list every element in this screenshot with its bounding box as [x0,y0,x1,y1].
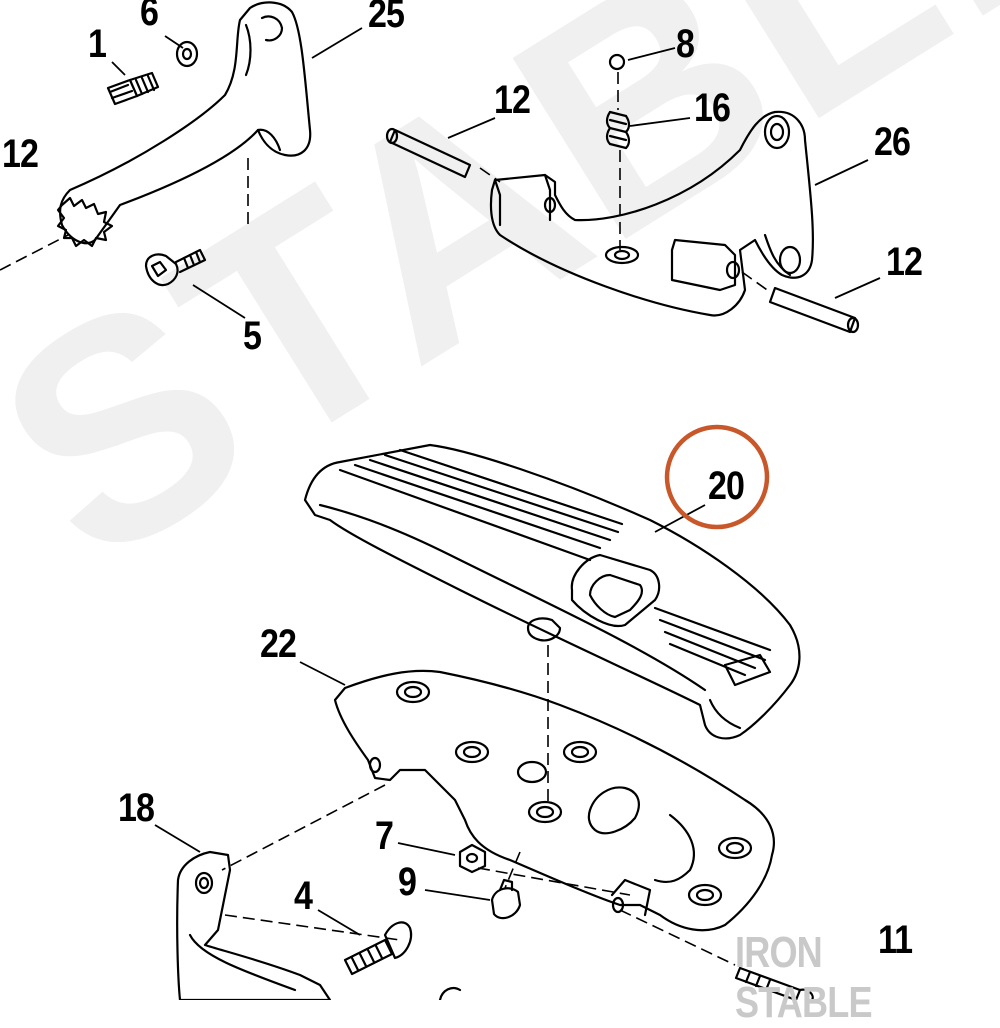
part-25-shift-lever [56,1,312,248]
part-12-pin-top [385,127,472,179]
leader-lines [111,27,881,936]
highlight-ring [664,424,770,530]
part-16-spring [605,110,631,150]
part-18-lower-bracket [176,850,332,1000]
callout-26: 26 [874,120,911,164]
callout-11: 11 [878,918,913,962]
part-5-bolt [144,248,207,287]
part-20-footboard [303,443,801,740]
part-edge-bottom [438,986,462,1000]
assembly-lines [0,72,771,966]
part-1-screw [106,71,160,106]
callout-5: 5 [243,314,262,358]
watermark-corner: IRON STABLE [735,928,873,1027]
callout-6: 6 [140,0,159,34]
part-7-nut [458,843,487,874]
callout-18: 18 [118,786,155,830]
callout-7: 7 [375,814,394,858]
part-26-bracket [489,110,814,317]
part-8-ball [608,53,626,71]
part-22-mount-plate [333,669,775,932]
callout-20: 20 [708,464,745,508]
callout-4: 4 [294,874,313,918]
callout-12-top: 12 [494,78,531,122]
callout-8: 8 [676,22,695,66]
callout-16: 16 [694,86,731,130]
callout-12-left: 12 [2,132,39,176]
callout-9: 9 [398,860,417,904]
part-4-bolt [343,921,413,976]
part-6-washer [175,40,199,68]
part-11-long-bolt [734,966,814,1000]
callout-22: 22 [260,622,297,666]
callout-12-right: 12 [886,240,923,284]
exploded-parts-diagram [0,1,881,1000]
part-9-bumper [490,878,522,920]
part-12-pin-right [768,286,860,334]
callout-25: 25 [368,0,405,36]
callout-1: 1 [88,22,107,66]
